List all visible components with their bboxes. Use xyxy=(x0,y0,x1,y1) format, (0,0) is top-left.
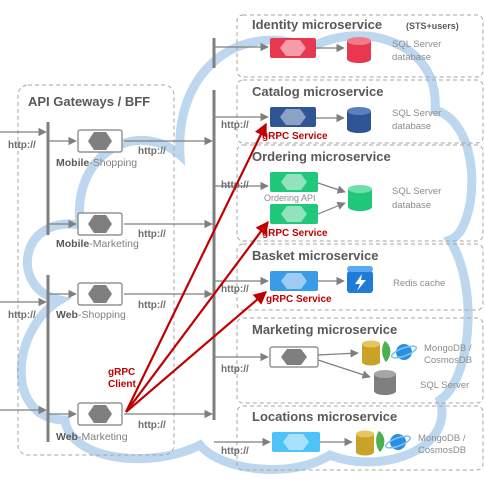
catalog-db-line1: SQL Server xyxy=(392,108,441,119)
hexagon-container-icon xyxy=(281,174,307,190)
http-label-gw-2: http:// xyxy=(138,229,166,240)
hexagon-container-icon xyxy=(88,215,112,233)
http-label-svc-3: http:// xyxy=(221,284,249,295)
locations-db-line1: MongoDB / xyxy=(418,433,466,444)
ordering-db-line1: SQL Server xyxy=(392,186,441,197)
hexagon-container-icon xyxy=(281,273,307,289)
hexagon-container-icon xyxy=(88,132,112,150)
catalog-database-icon xyxy=(347,107,371,133)
catalog-container xyxy=(270,107,316,127)
locations-title: Locations microservice xyxy=(252,409,397,424)
redis-cache-icon xyxy=(347,266,373,293)
basket-grpc-service-label: gRPC Service xyxy=(266,294,332,305)
cosmosdb-planet-icon xyxy=(390,344,418,360)
gateway-label-2: Mobile-Marketing xyxy=(56,238,139,250)
marketing-container xyxy=(269,346,319,368)
marketing-db2-line1: SQL Server xyxy=(420,380,469,391)
grpc-client-label-2: Client xyxy=(108,379,136,390)
gateway-label-4: Web-Marketing xyxy=(56,431,128,443)
identity-box xyxy=(236,14,484,78)
http-label-gw-4: http:// xyxy=(138,420,166,431)
gateway-mobile-marketing xyxy=(77,212,123,236)
grpc-arrows xyxy=(125,122,269,413)
hexagon-container-icon xyxy=(283,434,309,450)
catalog-db-line2: database xyxy=(392,121,431,132)
ordering-api-container xyxy=(270,204,318,224)
identity-db-line1: SQL Server xyxy=(392,39,441,50)
locations-cosmosdb-planet-icon xyxy=(384,434,412,450)
ordering-db-line2: database xyxy=(392,200,431,211)
mongodb-leaf-icon xyxy=(362,340,391,366)
locations-box xyxy=(236,405,484,471)
gateway-web-shopping xyxy=(77,282,123,306)
http-label-left-1: http:// xyxy=(8,140,36,151)
gateway-label-3: Web-Shopping xyxy=(56,309,126,321)
identity-container xyxy=(270,38,316,58)
marketing-box xyxy=(236,317,484,404)
marketing-sql-database-icon xyxy=(374,370,396,395)
hexagon-container-icon xyxy=(281,206,307,222)
gateway-mobile-shopping xyxy=(77,129,123,153)
hexagon-container-icon xyxy=(88,285,112,303)
locations-db-line2: CosmosDB xyxy=(418,445,466,456)
http-label-gw-3: http:// xyxy=(138,300,166,311)
catalog-title: Catalog microservice xyxy=(252,84,384,99)
ordering-grpc-service-label: gRPC Service xyxy=(262,228,328,239)
hexagon-container-icon xyxy=(281,349,307,365)
hexagon-container-icon xyxy=(280,40,306,56)
identity-db-line2: database xyxy=(392,52,431,63)
hexagon-container-icon xyxy=(280,109,306,125)
gateways-title: API Gateways / BFF xyxy=(28,94,150,109)
identity-title: Identity microservice xyxy=(252,17,382,32)
marketing-title: Marketing microservice xyxy=(252,322,397,337)
ordering-container xyxy=(270,172,318,192)
catalog-grpc-service-label: gRPC Service xyxy=(262,131,328,142)
basket-db-line1: Redis cache xyxy=(393,278,445,289)
identity-database-icon xyxy=(347,37,371,63)
gateway-web-marketing xyxy=(77,402,123,426)
identity-subtitle: (STS+users) xyxy=(406,21,459,31)
http-label-svc-5: http:// xyxy=(221,446,249,457)
gateways-box xyxy=(17,84,175,456)
grpc-client-label-1: gRPC xyxy=(108,367,135,378)
basket-container xyxy=(270,271,318,291)
catalog-box xyxy=(236,79,484,144)
gateway-label-1: Mobile-Shopping xyxy=(56,157,137,169)
http-label-svc-1: http:// xyxy=(221,120,249,131)
locations-container xyxy=(272,432,320,452)
ordering-api-label: Ordering API xyxy=(264,193,316,203)
http-label-left-2: http:// xyxy=(8,310,36,321)
basket-box xyxy=(236,243,484,311)
marketing-db-line2: CosmosDB xyxy=(424,355,472,366)
http-label-svc-4: http:// xyxy=(221,364,249,375)
http-label-gw-1: http:// xyxy=(138,146,166,157)
basket-title: Basket microservice xyxy=(252,248,378,263)
marketing-db-line1: MongoDB / xyxy=(424,343,472,354)
ordering-title: Ordering microservice xyxy=(252,149,391,164)
locations-mongodb-leaf-icon xyxy=(356,430,385,456)
hexagon-container-icon xyxy=(88,405,112,423)
ordering-database-icon xyxy=(348,185,372,211)
